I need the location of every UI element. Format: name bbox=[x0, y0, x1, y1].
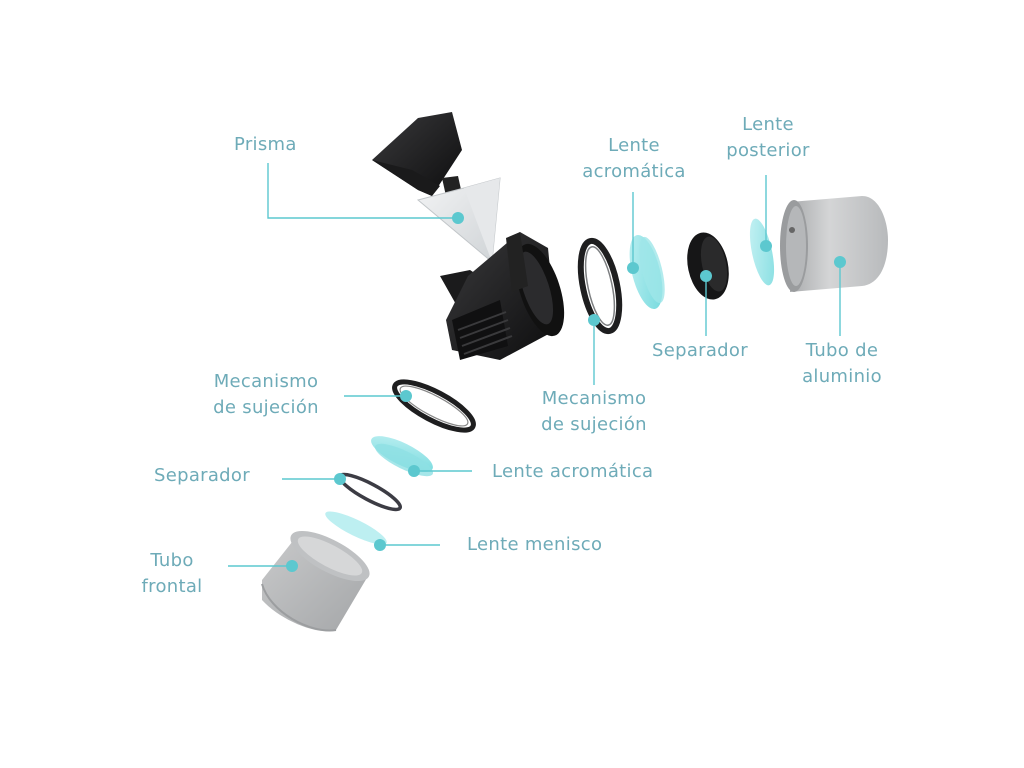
meniscus-lens bbox=[325, 511, 387, 545]
label-prisma: Prisma bbox=[234, 132, 297, 158]
label-text: Lente bbox=[742, 114, 794, 135]
label-mecanismo-top: Mecanismo de sujeción bbox=[530, 386, 658, 438]
label-text: Mecanismo bbox=[213, 371, 319, 392]
label-lente-acromatica-top: Lente acromática bbox=[570, 133, 698, 185]
leader-dots bbox=[286, 212, 846, 572]
label-text: de sujeción bbox=[213, 397, 319, 418]
eyepiece-body bbox=[440, 232, 565, 360]
label-separador-bottom: Separador bbox=[154, 463, 250, 489]
spacer-bottom bbox=[337, 472, 403, 512]
label-text: Tubo de bbox=[805, 340, 879, 361]
label-text: Separador bbox=[154, 465, 250, 486]
label-text: Lente bbox=[608, 135, 660, 156]
prism-housing bbox=[372, 112, 462, 196]
label-text: Lente menisco bbox=[467, 534, 603, 555]
front-tube bbox=[261, 530, 370, 632]
label-text: Lente acromática bbox=[492, 461, 654, 482]
label-text: Separador bbox=[652, 340, 748, 361]
label-lente-posterior: Lente posterior bbox=[716, 112, 820, 164]
label-text: posterior bbox=[726, 140, 810, 161]
aluminium-tube bbox=[780, 196, 888, 292]
label-text: frontal bbox=[141, 576, 203, 597]
label-prisma-text: Prisma bbox=[234, 134, 297, 155]
achromatic-lens-top bbox=[629, 234, 665, 310]
label-text: de sujeción bbox=[541, 414, 647, 435]
leader-lines bbox=[228, 163, 841, 567]
retaining-ring-top bbox=[577, 237, 623, 335]
label-tubo-aluminio: Tubo de aluminio bbox=[796, 338, 888, 390]
label-lente-menisco: Lente menisco bbox=[467, 532, 602, 558]
label-tubo-frontal: Tubo frontal bbox=[132, 548, 212, 600]
label-text: aluminio bbox=[802, 366, 882, 387]
label-mecanismo-left: Mecanismo de sujeción bbox=[202, 369, 330, 421]
achromatic-lens-bottom bbox=[371, 436, 434, 477]
retaining-ring-left bbox=[392, 379, 476, 433]
label-text: acromática bbox=[582, 161, 686, 182]
label-text: Tubo bbox=[150, 550, 194, 571]
label-lente-acromatica-bottom: Lente acromática bbox=[492, 459, 653, 485]
spacer-top bbox=[687, 232, 729, 300]
rear-lens bbox=[749, 218, 775, 286]
label-separador-top: Separador bbox=[652, 338, 748, 364]
label-text: Mecanismo bbox=[541, 388, 647, 409]
